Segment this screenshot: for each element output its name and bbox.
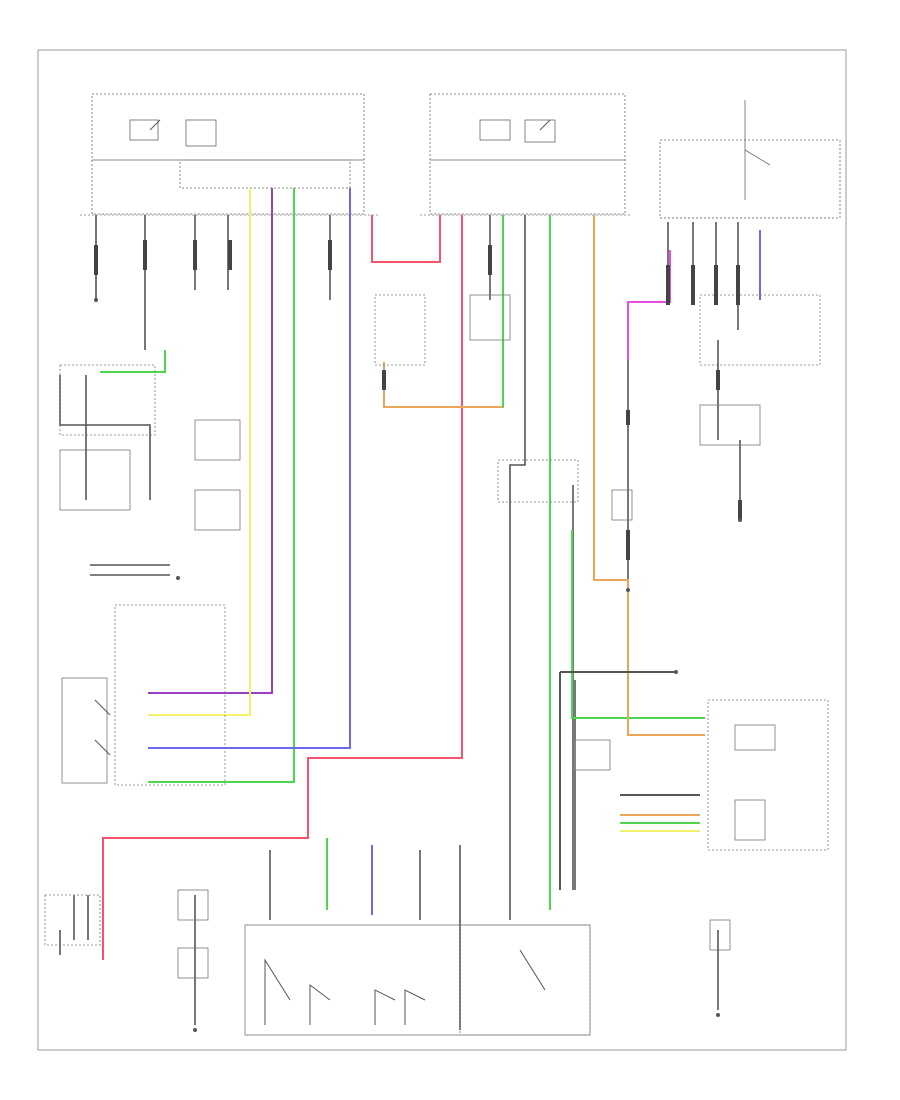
- switch-contacts: [94, 119, 551, 1025]
- diagram-border: [37, 49, 847, 1051]
- yellow-wire: [148, 188, 251, 716]
- ground-points: [94, 298, 742, 1032]
- purple-wire: [148, 188, 273, 694]
- left-fuse-box: [91, 93, 365, 215]
- green-wire: [100, 188, 705, 910]
- pink-wire: [102, 215, 463, 960]
- center-fuse-box: [429, 93, 626, 215]
- right-relay-box: [659, 100, 841, 219]
- blue-wire: [148, 188, 761, 915]
- pin-strip: [559, 671, 700, 890]
- connector-pins: [94, 240, 742, 560]
- magenta-wire: [627, 250, 671, 360]
- black-wires: [59, 215, 741, 1030]
- connector-bar: [80, 214, 830, 219]
- orange-wire: [383, 215, 705, 736]
- components: [44, 294, 829, 1036]
